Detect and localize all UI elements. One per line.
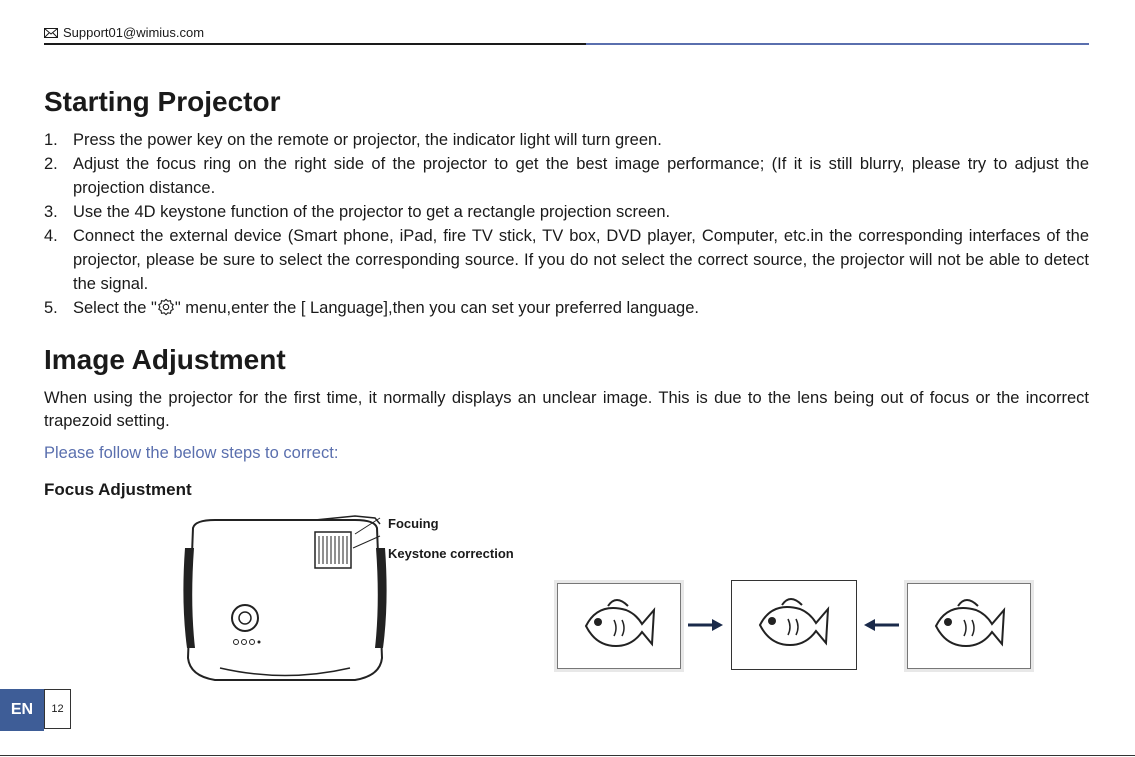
fish-image-icon [584,599,656,648]
step-item: 4. Connect the external device (Smart pho… [44,224,1089,296]
header-email: Support01@wimius.com [44,25,204,40]
header-rule-dark [44,43,586,45]
step-item: 2. Adjust the focus ring on the right sid… [44,152,1089,200]
step-number: 5. [44,299,58,317]
page-number: 12 [44,689,71,729]
step-item: 5. Select the " " menu,enter the [ Languag… [44,296,1089,320]
blurry-image-frame-left [557,583,681,669]
bottom-rule [0,755,1135,756]
header-rule-blue [586,43,1089,45]
language-badge: EN [0,689,44,731]
step-text: Press the power key on the remote or pro… [73,131,662,149]
projector-top-view [183,515,387,681]
settings-gear-icon [157,298,174,316]
step-number: 2. [44,155,58,173]
arrow-right-icon [688,619,723,631]
image-adjustment-title: Image Adjustment [44,344,286,375]
step-number: 1. [44,131,58,149]
fish-image-icon [934,599,1006,648]
step-number: 3. [44,203,58,221]
step-text: Select the " [73,299,157,317]
step-text: Connect the external device (Smart phone… [73,227,1089,293]
image-adjustment-paragraph: When using the projector for the first t… [44,389,1089,430]
blurry-image-frame-right [907,583,1031,669]
focus-adjustment-heading: Focus Adjustment [44,480,192,499]
instruction-note: Please follow the below steps to correct… [44,444,339,462]
starting-projector-title: Starting Projector [44,86,281,117]
step-item: 1. Press the power key on the remote or p… [44,128,1089,152]
step-number: 4. [44,227,58,245]
callout-keystone: Keystone correction [388,546,514,561]
support-email[interactable]: Support01@wimius.com [63,25,205,40]
fish-image-icon [758,598,830,647]
callout-focusing: Focuing [388,516,439,531]
step-text: Use the 4D keystone function of the proj… [73,203,671,221]
step-text: Adjust the focus ring on the right side … [73,155,1089,197]
clear-image-frame-center [731,580,857,670]
arrow-left-icon [864,619,899,631]
step-item: 3. Use the 4D keystone function of the pr… [44,200,1089,224]
steps-list: 1. Press the power key on the remote or p… [44,128,1089,320]
mail-icon [44,27,58,38]
step-text-cont: " menu,enter the [ Language],then you ca… [174,299,699,317]
